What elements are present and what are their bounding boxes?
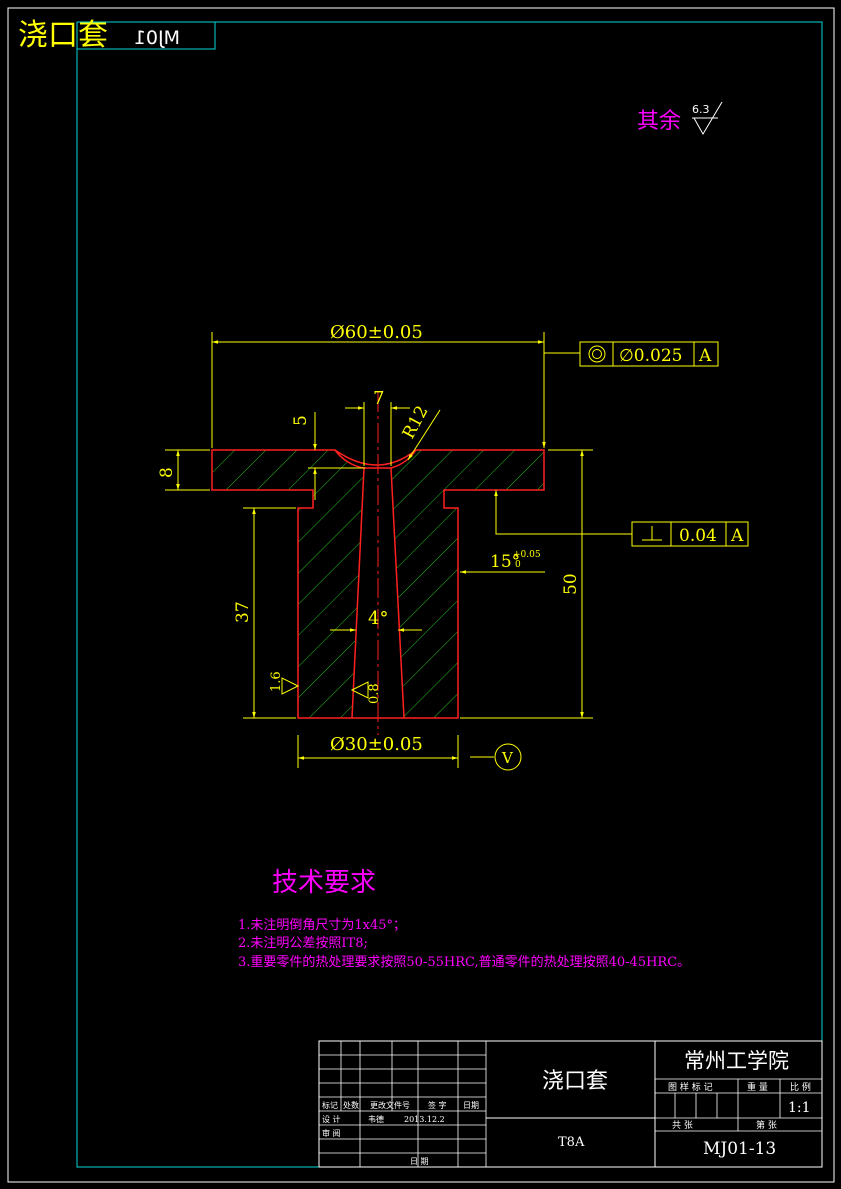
concentricity-frame: ∅0.025 A [579,341,719,367]
tech-item-1: 1.未注明倒角尺寸为1x45°； [238,918,406,933]
tb-scale: 比 例 [790,1081,811,1093]
roughness-label: 其余 [637,109,681,134]
dimensions [165,332,632,768]
concentricity-icon [588,345,606,363]
concentricity-datum: A [698,346,712,366]
tech-item-2: 2.未注明公差按照IT8; [238,936,368,951]
tb-material: T8A [558,1135,585,1150]
perpendicularity-frame: 0.04 A [631,521,749,547]
tb-school: 常州工学院 [684,1049,789,1073]
tech-item-3: 3.重要零件的热处理要求按照50-55HRC,普通零件的热处理按照40-45HR… [238,954,690,970]
dim-recess-depth: 5 [291,415,311,426]
dim-total-height: 50 [561,573,581,595]
title-block: 标记 处数 更改文件号 签 字 日期 设 计 韦德 2013.12.2 审 阅 … [318,1040,823,1168]
stamp-code: MJ01 [134,27,180,49]
dim-radius: R12 [399,403,433,443]
rev-header-count: 处数 [343,1100,359,1110]
dim-bore-width: 7 [373,388,384,409]
dim-bottom-diameter: Ø30±0.05 [330,734,423,755]
dim-taper-angle: 4° [368,608,388,629]
stamp-part-name: 浇口套 [18,18,108,53]
dim-chamfer-tol-lower: 0 [515,560,521,570]
dim-chamfer-tol-upper: +0.05 [513,550,541,560]
outer-border [7,7,835,1183]
roughness-outer: 1.6 [269,671,284,692]
tech-heading: 技术要求 [272,868,376,898]
perpendicularity-datum: A [730,526,744,546]
review-label: 审 阅 [322,1128,341,1138]
view-marker-letter: V [501,749,514,767]
rev-header-file: 更改文件号 [370,1100,410,1110]
design-label: 设 计 [322,1114,341,1124]
dim-top-diameter: Ø60±0.05 [330,322,423,343]
concentricity-value: ∅0.025 [619,346,682,366]
rev-header-date: 日期 [463,1101,479,1110]
roughness-note: 其余 6.3 [637,101,723,135]
design-date: 2013.12.2 [404,1115,445,1124]
date-label: 日 期 [410,1157,429,1166]
tb-scale-value: 1:1 [788,1100,811,1116]
title-stamp: MJ01 浇口套 [18,18,216,53]
dim-flange-thickness: 8 [157,467,177,478]
roughness-symbols: 1.6 0.8 [269,671,382,704]
dim-chamfer-angle: 15° [490,552,520,572]
perpendicularity-icon [642,526,662,541]
tb-part-name: 浇口套 [542,1069,608,1094]
tb-of-sheet: 第 张 [756,1119,777,1131]
part-left-half [211,449,365,719]
tb-sheet: 共 张 [672,1120,693,1131]
dimension-labels: Ø60±0.05 7 5 R12 8 37 50 Ø30±0.05 4° 15°… [157,322,581,755]
rev-header-mark: 标记 [322,1100,338,1110]
dim-stem-height: 37 [233,601,253,623]
tb-stage-mark: 图 样 标 记 [668,1081,713,1093]
part-right-half [390,449,545,719]
roughness-value: 6.3 [692,103,710,116]
view-marker: V [470,743,522,771]
tech-requirements: 技术要求 1.未注明倒角尺寸为1x45°； 2.未注明公差按照IT8; 3.重要… [238,868,690,970]
tb-weight: 重 量 [747,1081,768,1093]
part-section [211,392,545,735]
designer-name: 韦德 [368,1114,384,1124]
perpendicularity-value: 0.04 [679,526,717,546]
tb-drawing-no: MJ01-13 [703,1139,776,1159]
rev-header-sign: 签 字 [428,1100,447,1110]
roughness-bore: 0.8 [367,683,382,704]
